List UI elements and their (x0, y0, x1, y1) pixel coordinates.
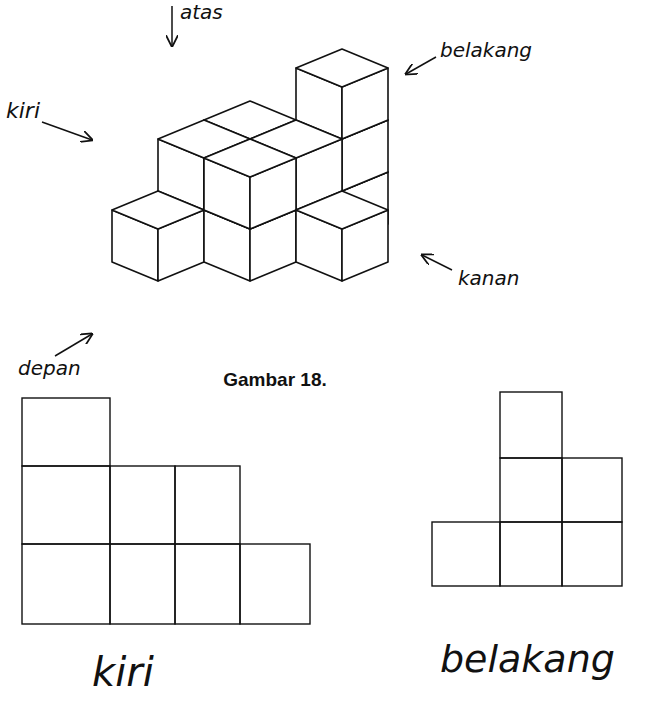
direction-label: atas (180, 2, 223, 22)
figure-caption: Gambar 18. (223, 370, 327, 389)
cube-face (296, 49, 388, 87)
back-view-grid (432, 392, 622, 586)
view-arrow (422, 255, 452, 270)
direction-label: kanan (458, 268, 519, 288)
view-title: kiri (92, 652, 154, 692)
view-arrow (171, 6, 173, 46)
left-view-grid (22, 398, 310, 624)
direction-label: depan (18, 358, 81, 378)
view-arrow (55, 334, 92, 356)
view-title: belakang (440, 640, 615, 678)
view-arrow (406, 57, 436, 74)
cube-face (296, 191, 388, 229)
direction-label: belakang (440, 40, 532, 60)
direction-label: kiri (6, 100, 40, 122)
cube-face (112, 191, 204, 229)
cube-face (204, 139, 296, 177)
view-arrow (42, 122, 92, 140)
cube-stack (112, 49, 388, 281)
